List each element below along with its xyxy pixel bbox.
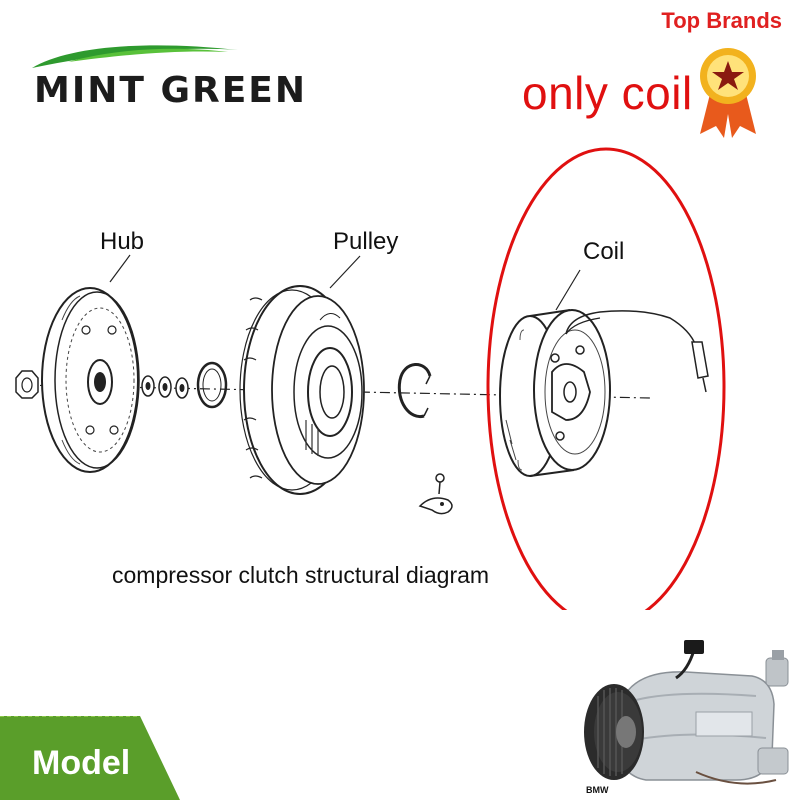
retaining-ring-part xyxy=(397,363,432,418)
model-label: Model xyxy=(32,744,131,782)
only-coil-label: only coil xyxy=(522,67,693,119)
washers-part xyxy=(141,375,189,399)
brand-name: MINT GREEN xyxy=(34,70,308,111)
swoosh-icon xyxy=(32,45,238,68)
coil-highlight-ellipse xyxy=(486,147,726,610)
product-photo: BMW xyxy=(576,630,800,800)
model-banner xyxy=(0,716,180,800)
screw-part xyxy=(418,473,453,515)
pulley-part xyxy=(239,285,365,495)
diagram-caption: compressor clutch structural diagram xyxy=(112,562,490,588)
star-ribbon-icon xyxy=(700,48,756,138)
nut-part xyxy=(15,370,39,399)
hub-leader-line xyxy=(109,254,131,283)
pulley-leader-line xyxy=(329,255,361,289)
coil-label: Coil xyxy=(583,238,625,265)
pulley-label: Pulley xyxy=(333,228,399,255)
hub-part xyxy=(41,287,140,473)
compressor-image xyxy=(576,630,800,800)
snap-ring-part xyxy=(196,361,228,409)
brand-logo: MINT GREEN xyxy=(28,38,305,111)
product-label: BMW xyxy=(586,785,609,795)
coil-leader-line xyxy=(555,269,581,311)
clutch-diagram xyxy=(15,147,726,610)
coil-part xyxy=(499,309,709,477)
top-brands-label: Top Brands xyxy=(661,8,782,33)
hub-label: Hub xyxy=(100,228,145,255)
